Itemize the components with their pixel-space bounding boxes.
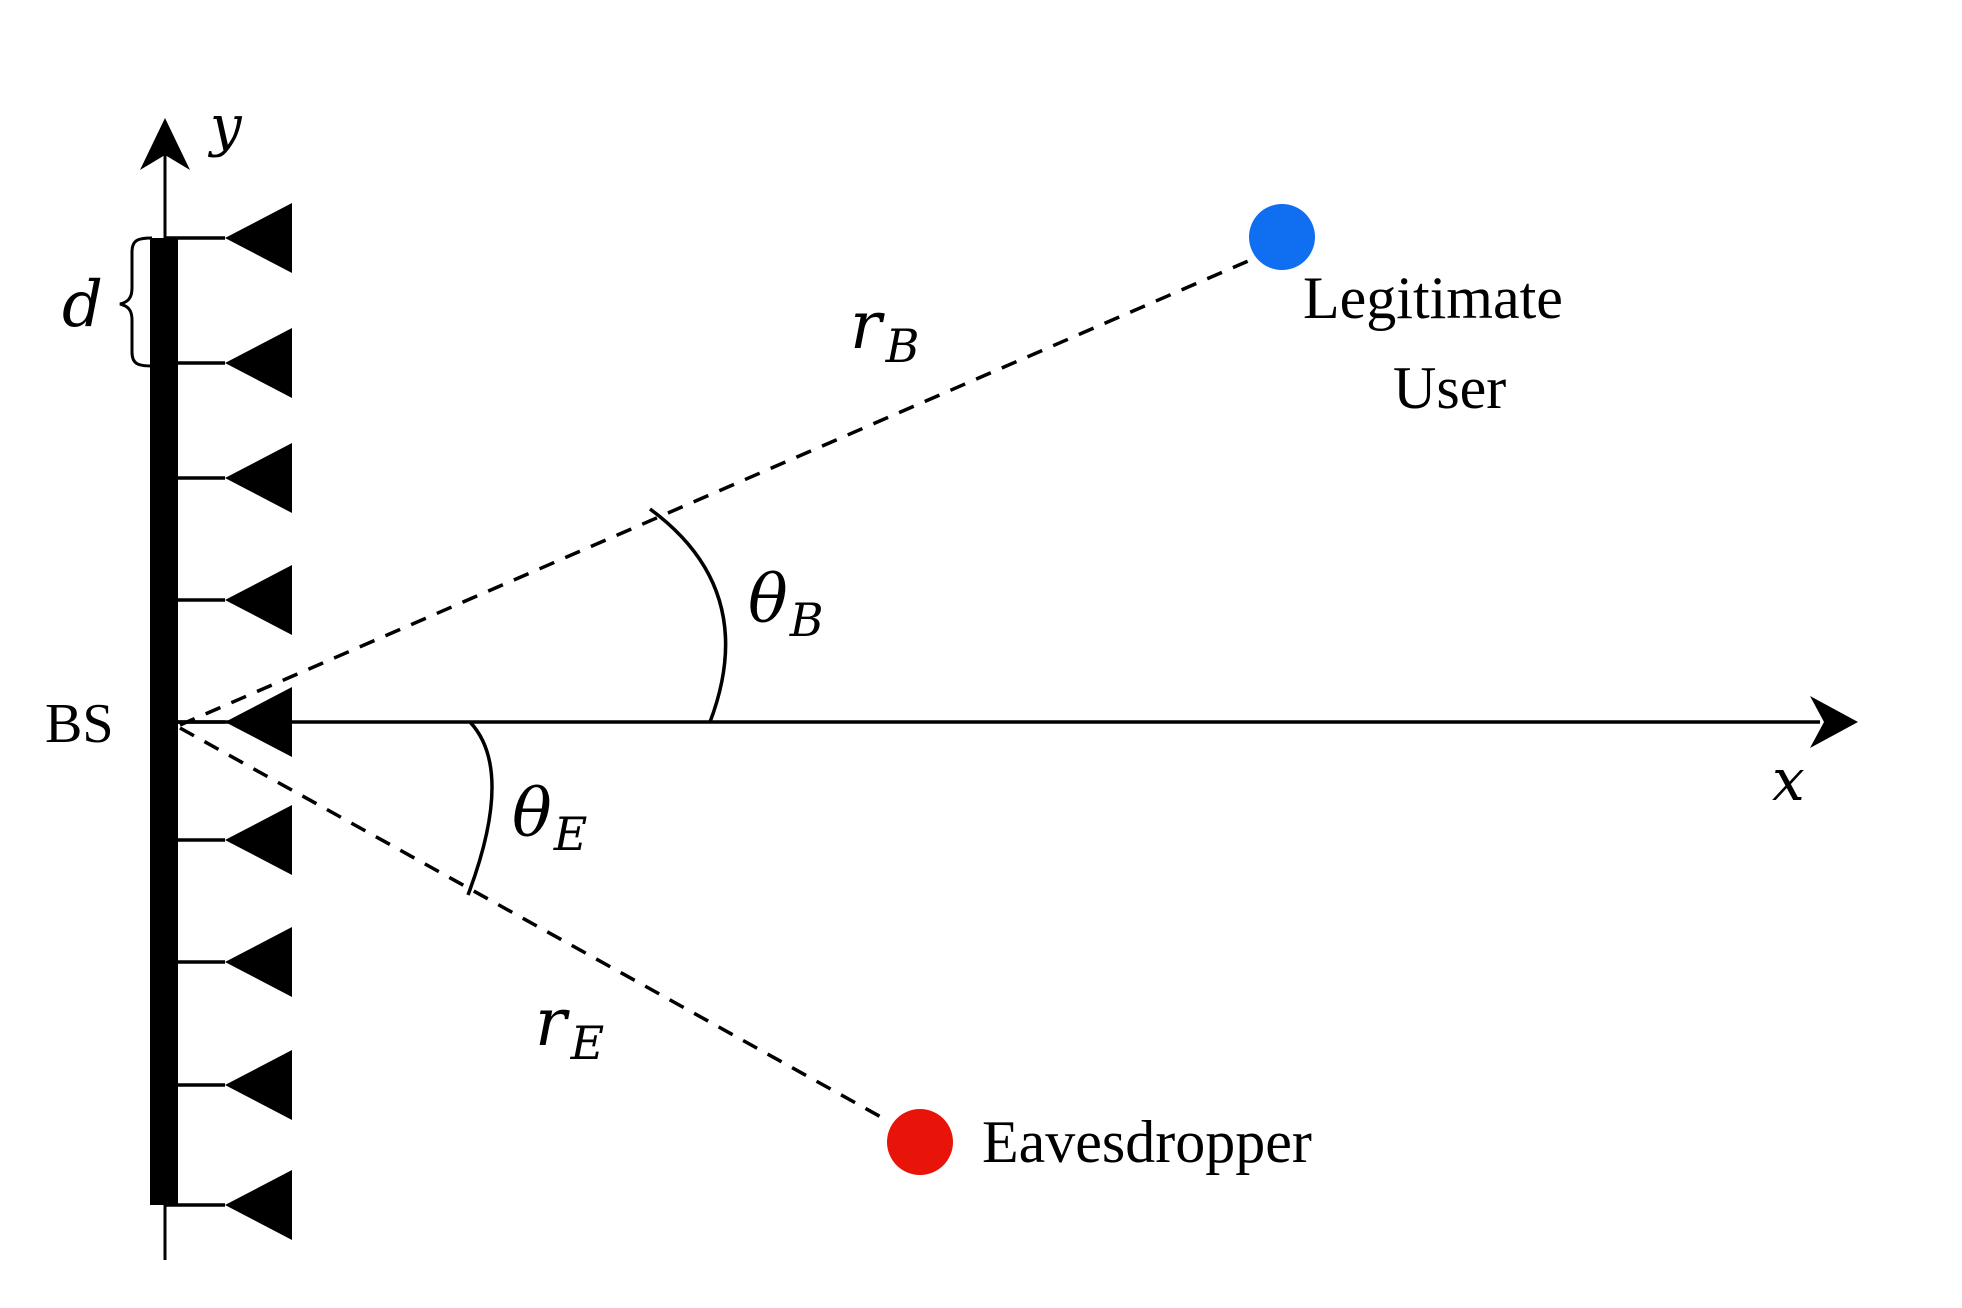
antenna-element <box>165 1050 292 1120</box>
distance-label-r-b: rB <box>850 287 919 373</box>
spacing-label: d <box>62 268 103 342</box>
link-eavesdropper <box>179 726 891 1124</box>
antenna-element <box>165 927 292 997</box>
legit-user-label-line1: Legitimate <box>1303 265 1563 331</box>
eavesdropper-dot <box>887 1109 953 1175</box>
distance-label-r-e: rE <box>535 984 604 1070</box>
angle-label-theta-b: θB <box>748 561 824 647</box>
antenna-element <box>165 805 292 875</box>
x-axis: x <box>178 696 1858 814</box>
legit-user-label-line2: User <box>1393 355 1506 421</box>
x-axis-arrowhead <box>1810 696 1858 748</box>
antenna-element <box>165 443 292 513</box>
antenna-element <box>165 1170 292 1240</box>
y-axis-arrowhead <box>140 118 190 170</box>
angle-arc-theta-b <box>648 507 728 723</box>
angle-label-theta-e: θE <box>512 775 587 861</box>
antenna-elements <box>165 203 292 1240</box>
antenna-element <box>165 565 292 635</box>
y-axis-label: y <box>207 94 243 159</box>
link-legit-user <box>179 256 1256 727</box>
x-axis-label: x <box>1772 746 1805 814</box>
eavesdropper-label: Eavesdropper <box>982 1109 1312 1175</box>
angle-arc-theta-e <box>466 720 494 896</box>
antenna-element <box>165 328 292 398</box>
antenna-element <box>165 203 292 273</box>
spacing-brace: d <box>62 236 153 368</box>
base-station-label: BS <box>45 693 114 755</box>
legit-user-dot <box>1249 204 1315 270</box>
